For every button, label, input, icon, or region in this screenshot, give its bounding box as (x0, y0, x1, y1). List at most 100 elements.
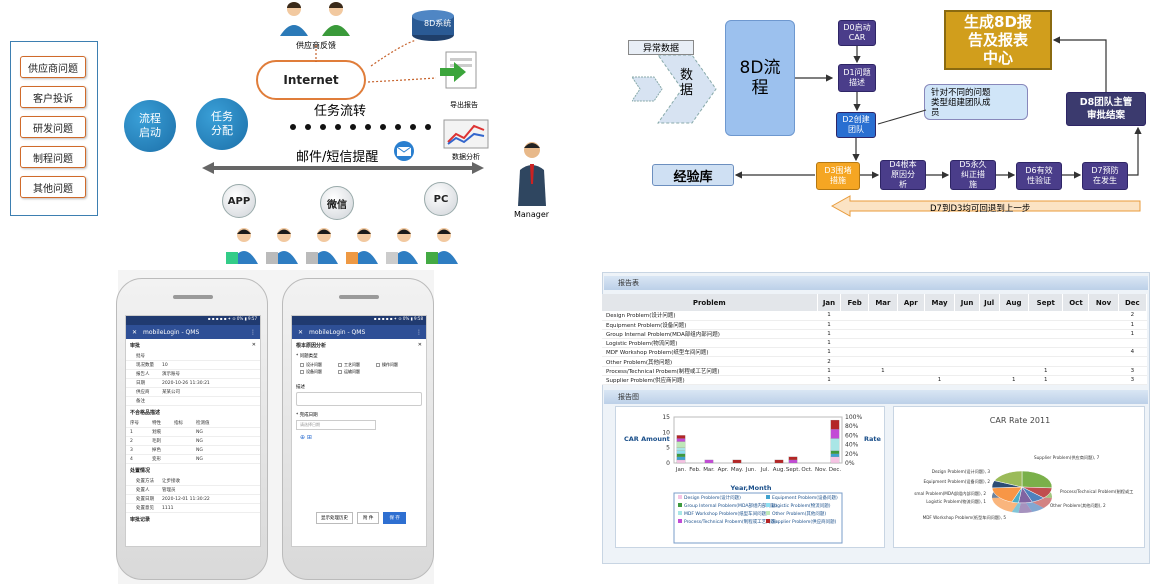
phone-approval: ▪ ▪ ▪ ▪ ▪ ✦ ⊙ 0% ▮ 9:57 ✕mobileLogin - Q… (116, 278, 268, 580)
table-cell (954, 375, 980, 386)
close-icon[interactable]: ✕ (298, 328, 304, 336)
table-cell: Supplier Problem(供应商问题) (602, 375, 817, 386)
x-tick-label: Jun. (745, 467, 757, 473)
table-cell (840, 347, 869, 358)
defect-cell: NG (196, 456, 203, 462)
legend-label: Equipment Problem(设备问题) (772, 494, 838, 501)
close-icon[interactable]: ✕ (132, 328, 138, 336)
date-input[interactable]: 请选择日期 (296, 420, 376, 430)
pie-slice (994, 470, 1023, 488)
plot-area (673, 416, 843, 464)
legend-label: Process/Technical Probem(制程或工艺问题) (684, 518, 777, 525)
checkbox-box[interactable] (338, 369, 342, 374)
problem-type-checkbox[interactable]: 操作问题 (376, 361, 414, 368)
defect-cell: 划痕 (152, 430, 161, 435)
column-header: Apr (897, 294, 925, 311)
table-cell (924, 347, 955, 358)
table-cell: 1 (817, 366, 841, 376)
defect-cell: 3 (130, 447, 133, 453)
bar-segment (830, 450, 840, 454)
table-cell (979, 329, 999, 340)
field-value: 演示账号 (162, 372, 180, 377)
8d-connectors (734, 36, 1142, 217)
x-tick-label: Jan. (675, 467, 686, 473)
table-cell (1118, 338, 1147, 349)
legend-label: Supplier Problem(供应商问题) (772, 518, 837, 525)
column-header: Dec (1118, 294, 1148, 311)
checkbox-box[interactable] (300, 362, 304, 367)
y2-tick-label: 40% (845, 442, 859, 449)
x-tick-label: Jul. (760, 467, 770, 473)
table-cell (999, 320, 1029, 330)
table-cell (954, 356, 980, 367)
table-cell (924, 329, 955, 340)
description-input[interactable] (296, 392, 422, 406)
bar-segment (676, 456, 686, 461)
supplier-people-icon (280, 2, 350, 36)
table-cell (1028, 356, 1063, 367)
flow-dot (410, 124, 416, 130)
field-value: 某某公司 (162, 390, 180, 395)
column-header: Aug (999, 294, 1030, 311)
x-tick-label: May. (731, 467, 744, 473)
flow-dot (350, 124, 356, 130)
table-cell (840, 320, 869, 330)
attachment-button[interactable]: 附 件 (357, 512, 380, 524)
table-cell (1028, 329, 1063, 340)
table-cell (1062, 311, 1089, 321)
problem-type-checkbox[interactable]: 工艺问题 (338, 361, 376, 368)
data-analysis-icon (443, 119, 489, 149)
table-cell: 3 (1118, 375, 1147, 386)
y-tick-label: 5 (666, 445, 670, 452)
column-header: Mar (868, 294, 898, 311)
legend-label: Design Problem(设计问题) (684, 494, 741, 501)
table-cell (868, 329, 898, 340)
problem-type-checkbox[interactable]: 运输问题 (338, 368, 376, 375)
legend-swatch (678, 519, 682, 523)
column-header: Nov (1088, 294, 1119, 311)
field-label: 处置方法 (136, 479, 154, 484)
table-cell (840, 366, 869, 376)
table-cell (954, 320, 980, 330)
show-history-button[interactable]: 显示处理历史 (316, 512, 353, 524)
table-cell (840, 356, 869, 367)
table-cell: 1 (817, 320, 841, 330)
table-row: Other Problem(其他问题)2 (602, 356, 1147, 367)
column-header: May (924, 294, 956, 311)
table-cell: 1 (817, 311, 841, 321)
d7-prevent-recurrence: D7预防 在发生 (1082, 162, 1128, 190)
problem-type-checkbox[interactable]: 设计问题 (300, 361, 338, 368)
save-button[interactable]: 保 存 (383, 512, 406, 524)
phone-screen: ▪ ▪ ▪ ▪ ▪ ✦ ⊙ 0% ▮ 9:57 ✕mobileLogin - Q… (125, 315, 261, 547)
checkbox-box[interactable] (300, 369, 304, 374)
more-menu-icon[interactable]: ⋮ (416, 328, 422, 336)
table-cell (979, 347, 999, 358)
pie-title: CAR Rate 2011 (990, 416, 1050, 425)
task-flow-label: 任务流转 (314, 104, 367, 119)
pie-slice (1021, 470, 1053, 489)
x-tick-label: Nov. (815, 467, 827, 473)
checkbox-box[interactable] (338, 362, 342, 367)
table-cell: 4 (1118, 347, 1147, 358)
checkbox-box[interactable] (376, 362, 380, 367)
defect-cell: 1 (130, 429, 133, 435)
bar-segment (830, 456, 840, 464)
link-icons[interactable]: ⊕ ⊞ (300, 434, 312, 441)
flow-dot (320, 124, 326, 130)
table-cell (868, 347, 898, 358)
close-icon[interactable]: ✕ (251, 342, 256, 348)
more-menu-icon[interactable]: ⋮ (250, 328, 256, 336)
problem-type-checkbox[interactable]: 设备问题 (300, 368, 338, 375)
table-cell (1088, 347, 1119, 358)
legend-swatch (678, 503, 682, 507)
close-icon[interactable]: ✕ (417, 342, 422, 348)
table-cell: 1 (1118, 329, 1147, 340)
table-cell (1088, 320, 1119, 330)
